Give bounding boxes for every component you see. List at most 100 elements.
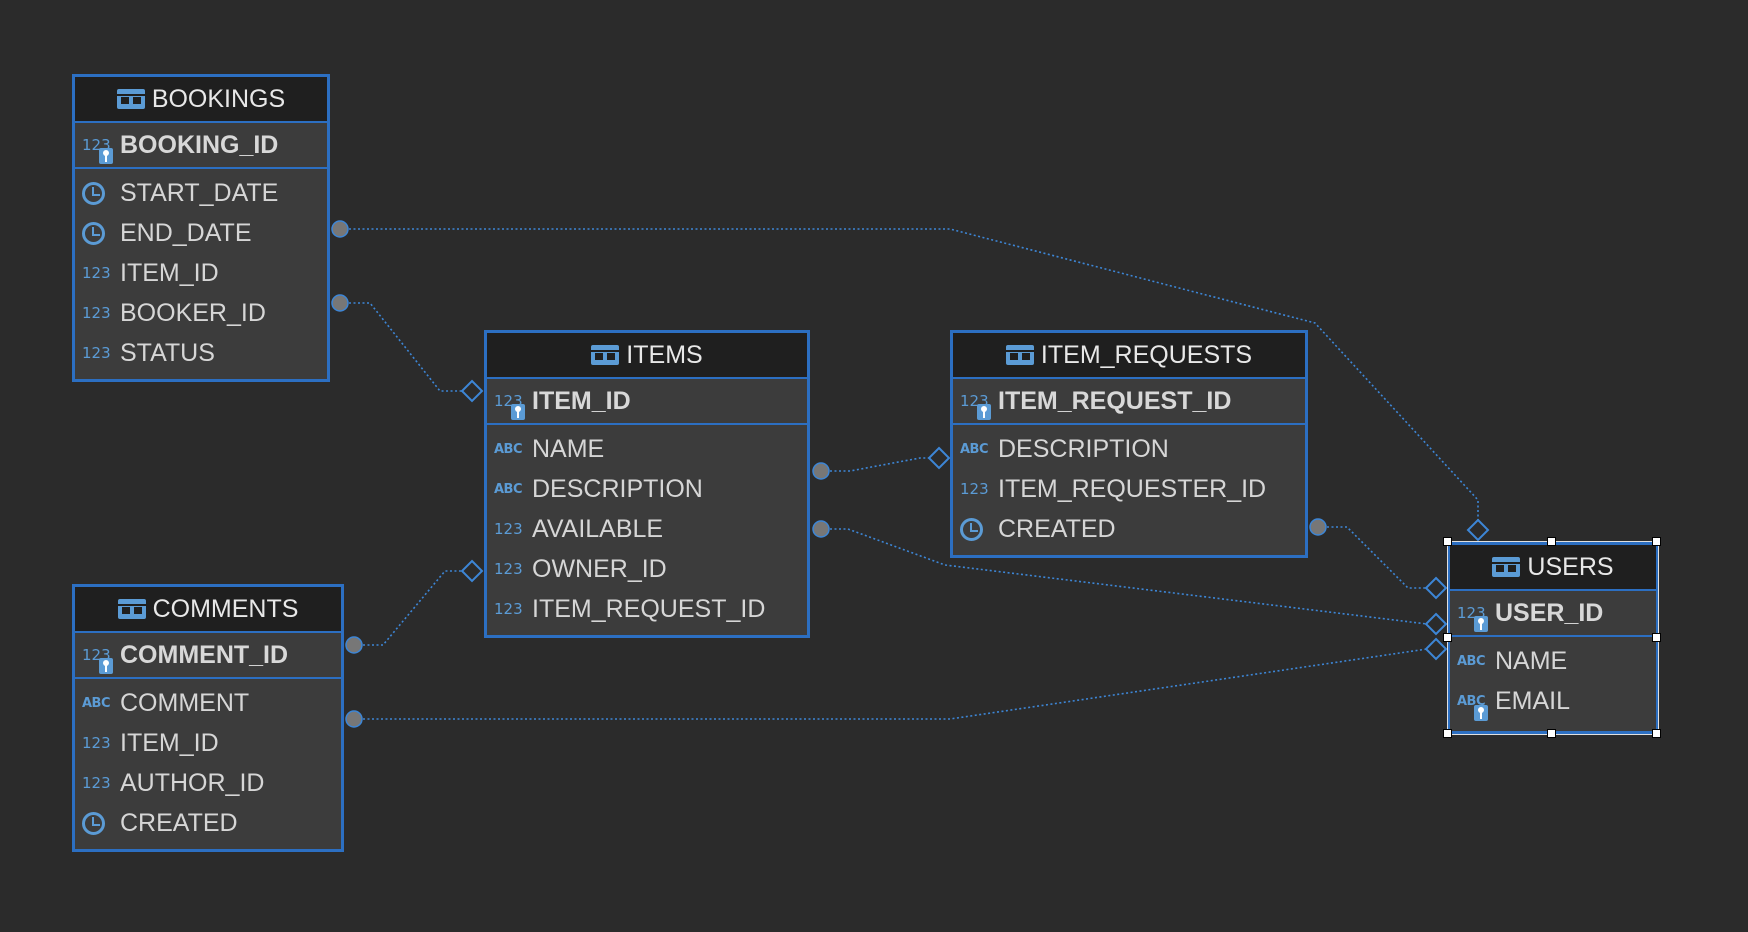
column-row[interactable]: CREATED [75,803,341,843]
text-type-icon [960,443,994,456]
text-type-icon [1457,695,1491,721]
text-type-icon [494,443,528,456]
column-row[interactable]: AUTHOR_ID [75,763,341,803]
column-row[interactable]: EMAIL [1450,681,1656,721]
primary-key-name: ITEM_ID [532,386,631,415]
entity-title: USERS [1527,552,1614,581]
entity-title: COMMENTS [152,594,299,623]
column-name: NAME [1495,646,1568,675]
number-type-icon [82,736,116,751]
column-list: COMMENT ITEM_ID AUTHOR_ID CREATED [75,679,341,847]
primary-key-row[interactable]: BOOKING_ID [75,123,327,169]
column-name: CREATED [120,808,238,837]
column-name: AUTHOR_ID [120,768,265,797]
entity-header[interactable]: USERS [1450,545,1656,591]
clock-icon [82,182,116,205]
column-row[interactable]: START_DATE [75,173,327,213]
clock-icon [82,222,116,245]
link-diamond [1466,518,1490,542]
column-row[interactable]: DESCRIPTION [953,429,1305,469]
resize-handle-bottom[interactable] [1547,729,1556,738]
link-endpoint [345,636,363,654]
column-row[interactable]: AVAILABLE [487,509,807,549]
number-type-icon [82,776,116,791]
entity-item-requests[interactable]: ITEM_REQUESTS ITEM_REQUEST_ID DESCRIPTIO… [950,330,1308,558]
text-type-icon [494,483,528,496]
number-type-icon [82,346,116,361]
column-row[interactable]: NAME [487,429,807,469]
number-type-icon [82,306,116,321]
link-endpoint [345,710,363,728]
link-diamond [460,379,484,403]
column-list: NAMEDESCRIPTIONAVAILABLEOWNER_ID ITEM_REQ… [487,425,807,633]
entity-items[interactable]: ITEMS ITEM_ID NAMEDESCRIPTIONAVAILABLEOW… [484,330,810,638]
primary-key-name: COMMENT_ID [120,640,289,669]
link-item-requests-created-users [1318,526,1438,589]
link-diamond [927,446,951,470]
table-icon [116,89,145,109]
column-name: EMAIL [1495,686,1571,715]
primary-key-row[interactable]: COMMENT_ID [75,633,341,679]
link-comments-pk-items [354,570,462,646]
column-name: COMMENT [120,688,250,717]
primary-key-row[interactable]: USER_ID [1450,591,1656,637]
entity-header[interactable]: BOOKINGS [75,77,327,123]
number-key-icon [1457,606,1491,632]
column-row[interactable]: OWNER_ID [487,549,807,589]
column-row[interactable]: CREATED [953,509,1305,549]
resize-handle-top[interactable] [1547,537,1556,546]
text-type-icon [1457,655,1491,668]
column-row[interactable]: STATUS [75,333,327,373]
link-endpoint [812,462,830,480]
column-name: ITEM_ID [120,728,219,757]
entity-header[interactable]: ITEMS [487,333,807,379]
clock-icon [960,518,994,541]
clock-icon [82,812,116,835]
table-icon [591,345,620,365]
resize-handle-top-right[interactable] [1652,537,1661,546]
column-row[interactable]: ITEM_ID [75,723,341,763]
column-row[interactable]: ITEM_REQUEST_ID [487,589,807,629]
entity-header[interactable]: ITEM_REQUESTS [953,333,1305,379]
column-name: ITEM_REQUEST_ID [532,594,766,623]
column-row[interactable]: ITEM_REQUESTER_ID [953,469,1305,509]
resize-handle-left[interactable] [1443,633,1452,642]
column-name: ITEM_REQUESTER_ID [998,474,1267,503]
resize-handle-top-left[interactable] [1443,537,1452,546]
table-icon [1492,557,1521,577]
column-name: CREATED [998,514,1116,543]
link-bookings-booker-items [340,302,462,392]
column-row[interactable]: DESCRIPTION [487,469,807,509]
column-row[interactable]: COMMENT [75,683,341,723]
link-diamond [1424,576,1448,600]
primary-key-row[interactable]: ITEM_REQUEST_ID [953,379,1305,425]
column-name: END_DATE [120,218,252,247]
column-row[interactable]: NAME [1450,641,1656,681]
link-endpoint [331,294,349,312]
resize-handle-bottom-right[interactable] [1652,729,1661,738]
column-row[interactable]: BOOKER_ID [75,293,327,333]
primary-key-row[interactable]: ITEM_ID [487,379,807,425]
primary-key-name: USER_ID [1495,598,1604,627]
number-type-icon [494,522,528,537]
entity-bookings[interactable]: BOOKINGS BOOKING_ID START_DATE END_DATE IT… [72,74,330,382]
table-icon [117,599,146,619]
link-endpoint [812,520,830,538]
number-key-icon [960,394,994,420]
column-list: START_DATE END_DATE ITEM_ID BOOKER_ID STATUS [75,169,327,377]
number-type-icon [82,266,116,281]
link-diamond [1424,637,1448,661]
column-name: BOOKER_ID [120,298,266,327]
entity-title: ITEMS [626,340,703,369]
entity-users[interactable]: USERS USER_ID NAME EMAIL [1447,542,1659,734]
entity-comments[interactable]: COMMENTS COMMENT_ID COMMENT ITEM_ID AUTHOR… [72,584,344,852]
column-row[interactable]: ITEM_ID [75,253,327,293]
link-diamond [1424,612,1448,636]
entity-header[interactable]: COMMENTS [75,587,341,633]
column-row[interactable]: END_DATE [75,213,327,253]
column-name: DESCRIPTION [998,434,1169,463]
resize-handle-bottom-left[interactable] [1443,729,1452,738]
resize-handle-right[interactable] [1652,633,1661,642]
entity-title: ITEM_REQUESTS [1040,340,1253,369]
